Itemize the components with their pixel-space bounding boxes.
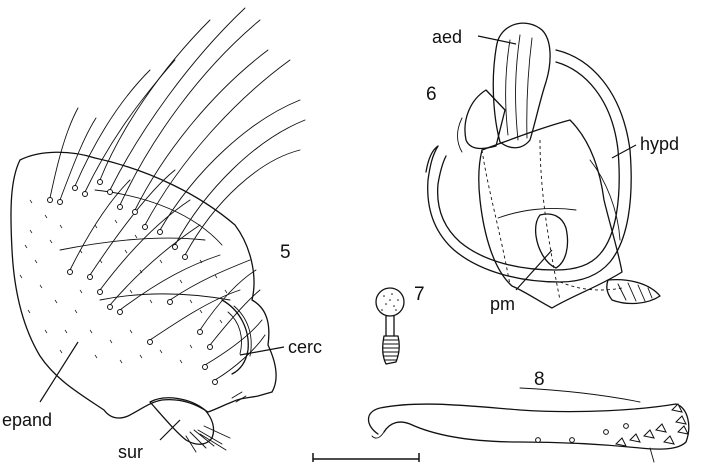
leader-aed bbox=[477, 35, 517, 45]
epandrium-outline bbox=[10, 151, 277, 419]
aedeagus-line bbox=[526, 37, 533, 139]
structure-hook bbox=[371, 431, 385, 439]
structure-spines bbox=[535, 403, 689, 447]
plate-division bbox=[59, 237, 206, 251]
label-pm: pm bbox=[490, 294, 515, 314]
hidden-outline bbox=[539, 139, 561, 301]
label-sur: sur bbox=[118, 442, 143, 462]
surstylus-outline bbox=[149, 397, 215, 445]
figure-5-number: 5 bbox=[280, 242, 291, 263]
label-cerc: cerc bbox=[288, 337, 322, 357]
plate-division bbox=[99, 293, 231, 301]
surstylus-spines bbox=[185, 391, 247, 453]
plate-division bbox=[94, 189, 223, 246]
spermatheca-capsule bbox=[375, 287, 405, 317]
label-aed: aed bbox=[432, 27, 462, 47]
epandrium-setae bbox=[49, 7, 306, 381]
body-line bbox=[589, 159, 621, 241]
cercus-outline bbox=[221, 299, 249, 375]
microtrichia bbox=[19, 199, 228, 364]
hidden-outline bbox=[481, 149, 511, 286]
aedeagus-line bbox=[505, 39, 511, 136]
left-sclerite bbox=[464, 89, 506, 150]
paramere bbox=[534, 213, 569, 269]
label-hypd: hypd bbox=[640, 134, 679, 154]
leader-cerc bbox=[239, 346, 285, 356]
posterior-lobe-lines bbox=[617, 282, 653, 302]
setal-sockets bbox=[47, 179, 218, 385]
figure-6-hypandrium: 6 aed hypd pm bbox=[425, 22, 679, 314]
hypandrium-body bbox=[478, 119, 623, 309]
figure-8-structure: 8 bbox=[367, 369, 690, 463]
figure-6-number: 6 bbox=[426, 84, 437, 105]
aedeagus-outline bbox=[492, 22, 551, 149]
spine-stalk bbox=[649, 447, 655, 463]
spermatheca-neck bbox=[385, 315, 395, 337]
structure-outline bbox=[367, 403, 690, 450]
label-epand: epand bbox=[2, 410, 52, 430]
scale-bar bbox=[312, 453, 420, 462]
body-line bbox=[497, 208, 577, 219]
figure-5-epandrium: 5 epand sur cerc bbox=[2, 7, 322, 462]
hypandrium-arm-inner bbox=[436, 61, 620, 271]
aedeagus-line bbox=[515, 34, 521, 141]
figure-7-number: 7 bbox=[414, 284, 425, 305]
duct-rings bbox=[382, 339, 400, 361]
leader-hypd bbox=[611, 144, 637, 159]
cercus-fold bbox=[233, 305, 252, 357]
figure-7-spermatheca: 7 bbox=[375, 284, 425, 365]
figure-8-number: 8 bbox=[534, 369, 545, 390]
hypandrium-arm bbox=[427, 49, 632, 283]
leader-sur bbox=[159, 419, 181, 441]
left-sclerite-hook bbox=[457, 117, 463, 153]
hypandrium-tip bbox=[425, 145, 439, 173]
posterior-lobe bbox=[606, 278, 661, 305]
capsule-stipple bbox=[381, 293, 399, 311]
spermatheca-duct bbox=[382, 335, 400, 365]
leader-epand bbox=[39, 341, 79, 403]
hidden-outline bbox=[559, 281, 623, 291]
structure-upper-line bbox=[519, 387, 641, 403]
leader-pm bbox=[515, 249, 553, 291]
cercus-fold bbox=[227, 311, 242, 355]
